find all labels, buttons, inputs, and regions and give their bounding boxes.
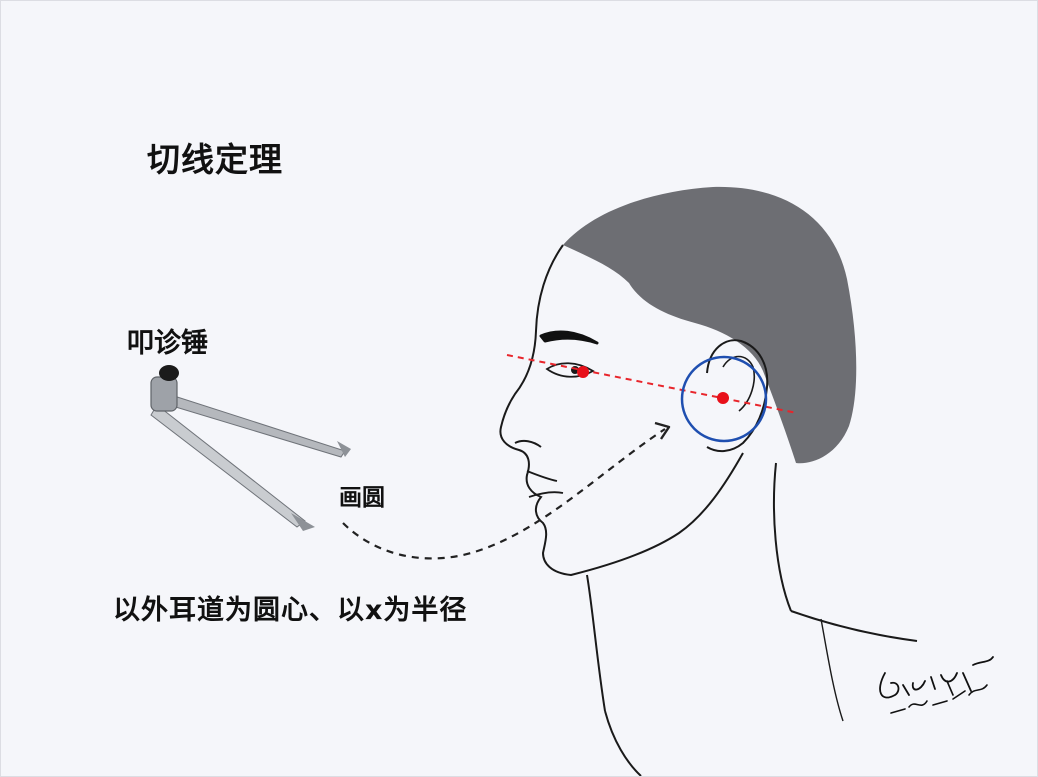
chest-line	[820, 618, 844, 722]
caption-text: 以外耳道为圆心、以x为半径	[113, 595, 468, 626]
radius-circle	[680, 355, 768, 443]
lips	[526, 470, 564, 498]
eyebrow	[539, 330, 599, 345]
page-title: 切线定理	[147, 140, 283, 179]
percussion-hammer	[150, 365, 351, 531]
arrow-head	[654, 421, 671, 440]
neck-back	[773, 462, 792, 612]
hammer-label: 叩诊锤	[127, 328, 208, 359]
neck-outline	[586, 574, 606, 712]
signature-mark	[879, 656, 994, 714]
tangent-line	[506, 354, 798, 414]
eye	[545, 362, 595, 378]
ear-canal-center	[717, 392, 729, 404]
shoulder-line	[790, 610, 918, 642]
draw-circle-label: 画圆	[339, 485, 385, 511]
hair-shape	[563, 186, 857, 464]
ear-outline	[706, 339, 769, 453]
collar-line	[604, 710, 642, 776]
draw-circle-arrow	[342, 428, 666, 560]
face-profile	[499, 244, 744, 577]
eye-tangent-point	[577, 366, 589, 378]
nostril	[514, 439, 542, 448]
